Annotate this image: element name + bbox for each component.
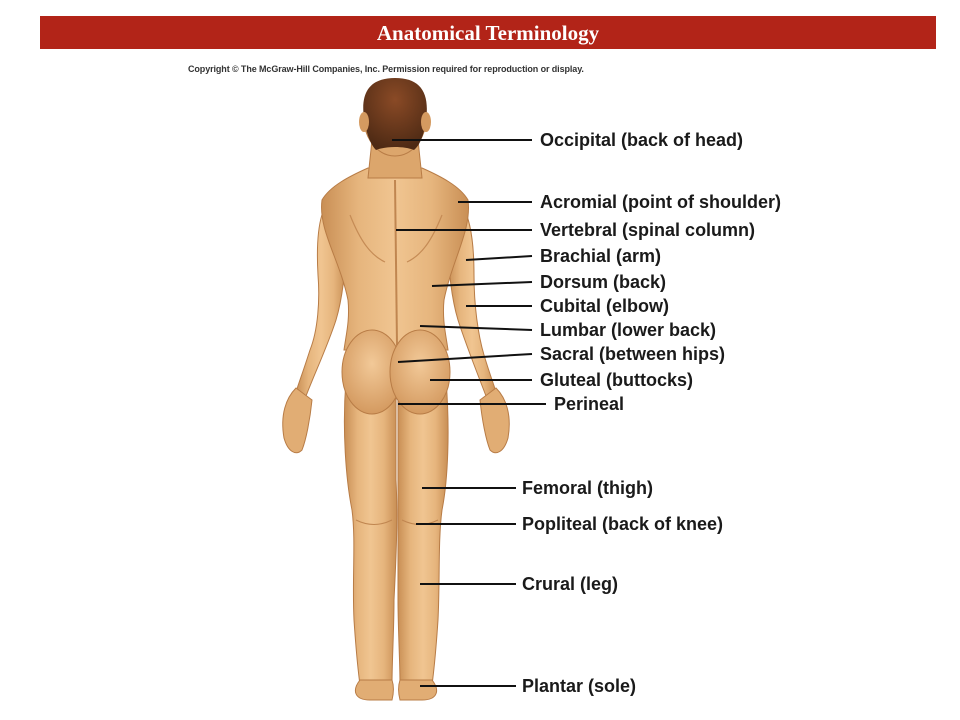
page-title: Anatomical Terminology [40, 16, 936, 49]
label-crural: Crural (leg) [522, 574, 618, 594]
shoulder-blade-left [349, 214, 386, 263]
right-ear [421, 112, 431, 132]
leader-lines [392, 139, 546, 687]
label-lumbar: Lumbar (lower back) [540, 320, 716, 340]
right-buttock [389, 329, 451, 415]
shoulder-blade-right [406, 214, 443, 263]
label-gluteal: Gluteal (buttocks) [540, 370, 693, 390]
hair [363, 78, 427, 150]
leader-brachial [465, 255, 533, 261]
copyright-notice: Copyright © The McGraw-Hill Companies, I… [188, 64, 584, 74]
label-popliteal: Popliteal (back of knee) [522, 514, 723, 534]
left-ear [359, 112, 369, 132]
leader-dorsum [431, 281, 533, 287]
label-sacral: Sacral (between hips) [540, 344, 725, 364]
label-cubital: Cubital (elbow) [540, 296, 669, 316]
leader-lumbar [419, 325, 533, 331]
left-knee-crease [355, 519, 393, 525]
right-hand [479, 387, 510, 454]
label-dorsum: Dorsum (back) [540, 272, 666, 292]
label-acromial: Acromial (point of shoulder) [540, 192, 781, 212]
right-foot [398, 679, 438, 701]
label-vertebral: Vertebral (spinal column) [540, 220, 755, 240]
label-occipital: Occipital (back of head) [540, 130, 743, 150]
label-perineal: Perineal [554, 394, 624, 414]
label-femoral: Femoral (thigh) [522, 478, 653, 498]
spine-line [394, 179, 398, 346]
left-leg [343, 379, 398, 686]
leader-sacral [397, 353, 533, 363]
label-group: Occipital (back of head) Acromial (point… [522, 130, 781, 696]
body-silhouette [282, 78, 510, 701]
label-brachial: Brachial (arm) [540, 246, 661, 266]
right-leg [397, 379, 449, 686]
label-plantar: Plantar (sole) [522, 676, 636, 696]
left-foot [354, 679, 394, 701]
left-hand [282, 387, 313, 454]
